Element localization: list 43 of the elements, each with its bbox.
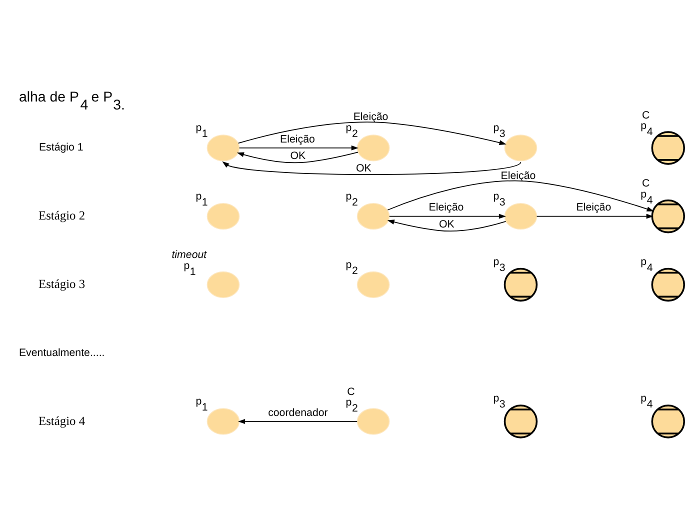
node-crossed <box>651 130 686 164</box>
arrow <box>238 144 358 150</box>
edge-label: Eleição <box>576 201 612 214</box>
edge-label: coordenador <box>268 406 328 418</box>
node-circle <box>504 134 538 161</box>
edge-label: OK <box>439 218 454 230</box>
arrow <box>387 180 654 211</box>
arrow <box>236 151 358 163</box>
node-circle <box>206 134 240 161</box>
node-label: timeout <box>172 248 207 261</box>
label: Eventualmente..... <box>18 346 105 358</box>
arrow <box>536 213 654 218</box>
node-label: C <box>642 108 650 121</box>
edge-label: OK <box>356 162 372 174</box>
node-crossed <box>504 404 538 438</box>
node-circle <box>356 202 390 230</box>
node-circle <box>356 408 390 434</box>
node-circle <box>206 270 240 298</box>
arrow <box>222 160 522 174</box>
arrow <box>238 418 358 424</box>
label: Estágio 2 <box>38 208 86 222</box>
edge-label: Eleição <box>428 201 464 214</box>
node-crossed <box>504 267 538 302</box>
label: Estágio 4 <box>38 413 86 428</box>
arrow <box>238 121 506 145</box>
edge-label: Eleição <box>353 110 388 123</box>
arrow <box>387 219 506 232</box>
label: Estágio 1 <box>38 141 84 154</box>
node-circle <box>206 408 240 434</box>
label: Estágio 3 <box>38 276 86 290</box>
node-circle <box>356 270 390 298</box>
node-label: C <box>347 385 355 398</box>
node-crossed <box>651 198 686 233</box>
arrow <box>388 213 506 218</box>
node-circle <box>504 202 538 230</box>
node-circle <box>206 202 240 230</box>
edge-label: OK <box>290 150 306 162</box>
node-crossed <box>651 267 686 302</box>
node-circle <box>356 134 390 161</box>
node-crossed <box>651 404 686 438</box>
node-label: C <box>642 177 650 190</box>
edge-label: Eleição <box>280 132 315 145</box>
edge-label: Eleição <box>500 170 536 182</box>
